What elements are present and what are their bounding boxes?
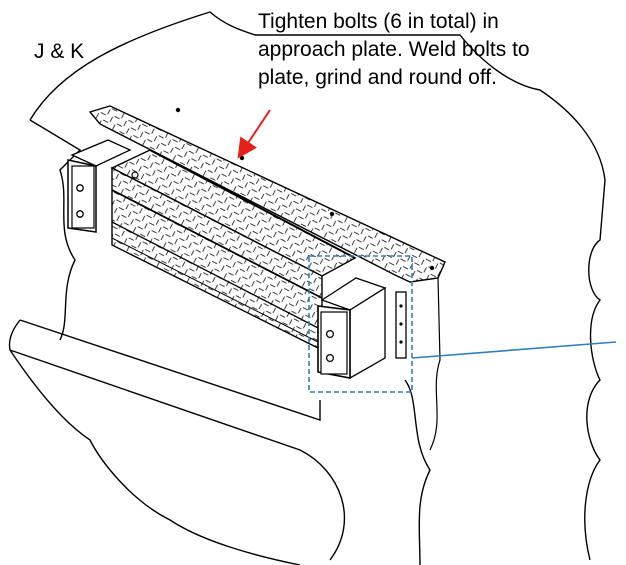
- instruction-line-1: Tighten bolts (6 in total) in: [258, 10, 499, 33]
- right-bumper-pad: [320, 311, 348, 375]
- leveler-deck-seam-1: [111, 189, 323, 299]
- leveler-deck-seam-3: [111, 237, 323, 345]
- leveler-deck-seam-2: [111, 221, 323, 331]
- leveler-deck-back-edge: [149, 149, 356, 259]
- approach-plate-bolt-2: [239, 155, 245, 161]
- detail-leader-line: [411, 341, 617, 359]
- right-bumper-bolt-upper: [325, 329, 335, 339]
- approach-plate: [88, 105, 446, 283]
- instruction-line-3: plate, grind and round off.: [258, 66, 497, 89]
- pit-right-wall: [429, 277, 441, 451]
- detail-callout-box: [308, 255, 413, 393]
- left-bumper-top: [70, 139, 132, 167]
- instruction-callout: Tighten bolts (6 in total) in approach p…: [258, 8, 626, 92]
- upper-floor-outline: [29, 11, 606, 561]
- approach-plate-bolt-3: [329, 211, 335, 217]
- instruction-line-2: approach plate. Weld bolts to: [258, 38, 530, 61]
- upper-floor-left-edge: [29, 119, 82, 341]
- mounting-bracket-hole-2: [399, 322, 403, 326]
- left-bumper-bolt-lower: [76, 210, 84, 218]
- lower-floor-front: [9, 349, 301, 565]
- approach-plate-bolt-1: [175, 107, 181, 113]
- leveler-deck-bolt: [131, 171, 139, 179]
- left-bumper-pad: [71, 165, 95, 229]
- lower-floor-outline: [8, 319, 346, 561]
- mounting-bracket-hole-1: [399, 304, 403, 308]
- approach-plate-bolt-4: [429, 265, 435, 271]
- lower-floor-right-edge: [404, 379, 431, 565]
- section-label: J & K: [34, 40, 85, 63]
- mounting-bracket-hole-3: [399, 340, 403, 344]
- right-bumper-bolt-lower: [325, 353, 335, 363]
- red-arrow-icon: [237, 109, 271, 159]
- left-bumper-bolt-upper: [76, 184, 84, 192]
